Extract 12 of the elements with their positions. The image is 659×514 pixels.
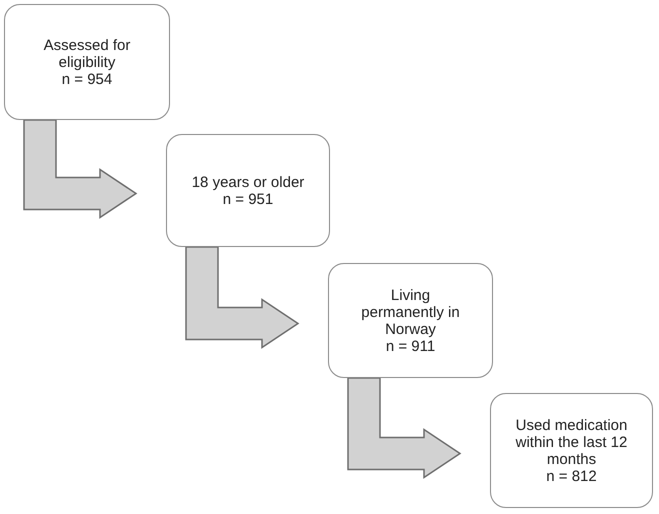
block-arrow (23, 119, 138, 219)
process-box (166, 134, 330, 247)
count-text: n = 812 (546, 468, 597, 484)
count-text: n = 911 (386, 338, 436, 354)
block-arrow (185, 246, 300, 349)
process-box (4, 4, 170, 120)
process-box (328, 263, 493, 378)
block-arrow (347, 377, 462, 479)
process-box (490, 393, 653, 508)
count-text: n = 954 (62, 70, 112, 88)
count-text: n = 951 (222, 190, 274, 208)
step-text: 18 years or older (192, 174, 304, 190)
